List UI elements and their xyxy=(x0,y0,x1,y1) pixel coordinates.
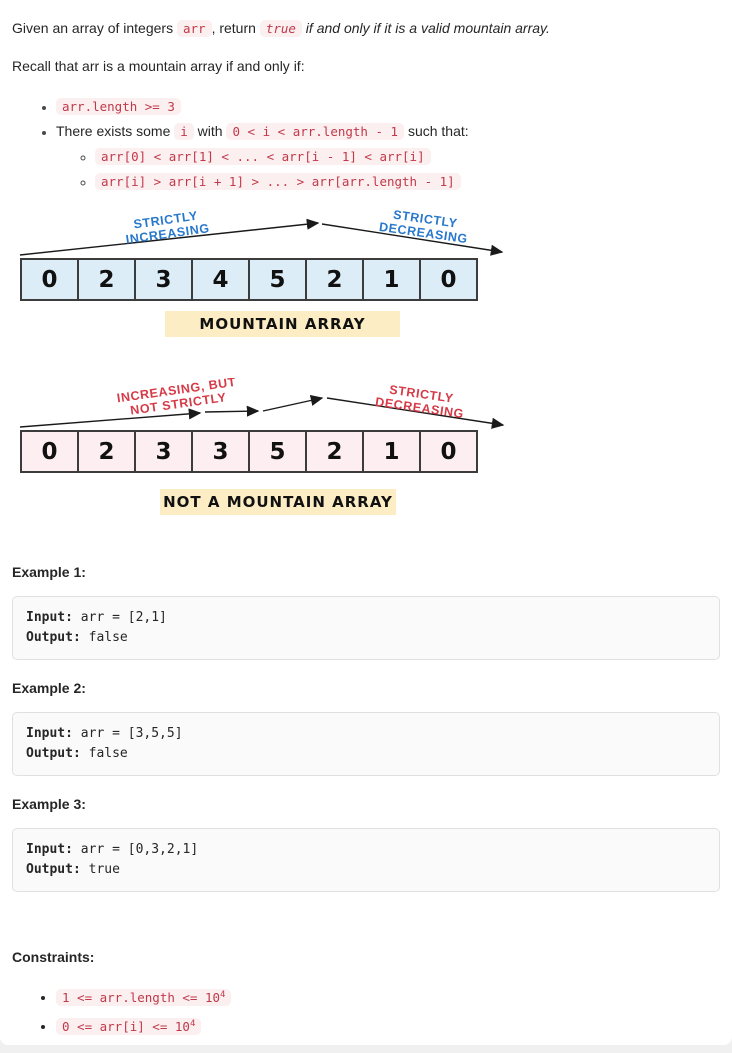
strictly-decreasing-label: STRICTLY xyxy=(388,383,454,406)
array-cell: 0 xyxy=(20,258,79,301)
output-label: Output: xyxy=(26,630,81,645)
rules-list: arr.length >= 3 There exists some i with… xyxy=(12,94,720,194)
example-1-heading: Example 1: xyxy=(12,564,86,580)
array-cell: 3 xyxy=(134,430,193,473)
strictly-decreasing-label: DECREASING xyxy=(378,220,468,246)
constraint-text: 0 <= arr[i] <= 10 xyxy=(62,1019,190,1035)
diagram-caption: NOT A MOUNTAIN ARRAY xyxy=(160,489,396,515)
problem-statement: Given an array of integers arr, return t… xyxy=(12,18,720,39)
example-output: Output: false xyxy=(26,744,706,764)
input-value: arr = [0,3,2,1] xyxy=(72,842,199,857)
array-cell: 3 xyxy=(191,430,250,473)
inline-code-i: i xyxy=(174,123,194,140)
inline-code-constraint: 1 <= arr.length <= 104 xyxy=(56,989,232,1007)
array-cell: 5 xyxy=(248,258,307,301)
array-cell: 5 xyxy=(248,430,307,473)
example-input: Input: arr = [0,3,2,1] xyxy=(26,840,706,860)
inline-code-arr: arr xyxy=(176,20,212,37)
rule-text: such that: xyxy=(404,123,469,139)
flat-arrow xyxy=(204,405,260,417)
input-label: Input: xyxy=(26,610,73,625)
inline-code-increasing-rule: arr[0] < arr[1] < ... < arr[i - 1] < arr… xyxy=(95,148,431,165)
array-cell: 0 xyxy=(419,430,478,473)
constraint-text: 1 <= arr.length <= 10 xyxy=(62,990,221,1006)
output-value: false xyxy=(80,746,128,761)
example-input: Input: arr = [2,1] xyxy=(26,608,706,628)
inline-code-constraint: 0 <= arr[i] <= 104 xyxy=(56,1018,202,1036)
strictly-decreasing-label: STRICTLY xyxy=(392,209,458,231)
output-value: true xyxy=(80,862,120,877)
constraints-heading: Constraints: xyxy=(12,949,95,965)
constraints-list: 1 <= arr.length <= 104 0 <= arr[i] <= 10… xyxy=(12,982,720,1040)
increasing-not-strictly-label: NOT STRICTLY xyxy=(129,390,227,417)
subrule-decreasing: arr[i] > arr[i + 1] > ... > arr[arr.leng… xyxy=(95,169,720,194)
array-cell: 2 xyxy=(305,430,364,473)
example-input: Input: arr = [3,5,5] xyxy=(26,724,706,744)
rule-text: with xyxy=(193,123,227,139)
increasing-arrow-2 xyxy=(262,394,324,412)
inline-code-decreasing-rule: arr[i] > arr[i + 1] > ... > arr[arr.leng… xyxy=(95,173,461,190)
strictly-decreasing-label: DECREASING xyxy=(374,395,464,421)
array-cell: 2 xyxy=(77,258,136,301)
subrules-list: arr[0] < arr[1] < ... < arr[i - 1] < arr… xyxy=(56,144,720,194)
not-mountain-arrows-graphic: INCREASING, BUT NOT STRICTLY STRICTLY DE… xyxy=(19,378,505,429)
decreasing-arrow xyxy=(321,223,504,256)
rule-item-length: arr.length >= 3 xyxy=(56,94,720,119)
array-cell: 0 xyxy=(20,430,79,473)
rule-text: There exists some xyxy=(56,123,175,139)
array-cell: 2 xyxy=(305,258,364,301)
constraint-superscript: 4 xyxy=(189,1019,196,1030)
inline-code-i-range: 0 < i < arr.length - 1 xyxy=(226,123,405,140)
increasing-arrow xyxy=(19,218,320,256)
constraint-superscript: 4 xyxy=(220,990,226,1000)
decreasing-arrow xyxy=(326,397,505,429)
output-value: false xyxy=(80,630,128,645)
array-cell: 4 xyxy=(191,258,250,301)
statement-text: Given an array of integers xyxy=(12,20,177,36)
strictly-increasing-label: INCREASING xyxy=(125,221,211,247)
input-value: arr = [2,1] xyxy=(72,610,167,625)
example-output: Output: false xyxy=(26,628,706,648)
statement-emphasis: if and only if it is a valid mountain ar… xyxy=(301,20,550,36)
subrule-increasing: arr[0] < arr[1] < ... < arr[i - 1] < arr… xyxy=(95,144,720,169)
example-1-code-block: Input: arr = [2,1] Output: false xyxy=(12,596,720,660)
constraint-item: 1 <= arr.length <= 104 xyxy=(56,982,720,1011)
rule-item-exists: There exists some i with 0 < i < arr.len… xyxy=(56,119,720,194)
inline-code-length-rule: arr.length >= 3 xyxy=(56,98,181,115)
recall-statement: Recall that arr is a mountain array if a… xyxy=(12,58,305,74)
diagram-caption: MOUNTAIN ARRAY xyxy=(165,311,400,337)
array-cell: 0 xyxy=(419,258,478,301)
strictly-increasing-label: STRICTLY xyxy=(133,209,199,232)
example-3-heading: Example 3: xyxy=(12,796,86,812)
array-cell: 1 xyxy=(362,430,421,473)
constraint-item: 0 <= arr[i] <= 104 xyxy=(56,1011,720,1040)
increasing-not-strictly-label: INCREASING, BUT xyxy=(116,378,237,405)
example-3-code-block: Input: arr = [0,3,2,1] Output: true xyxy=(12,828,720,892)
output-label: Output: xyxy=(26,746,81,761)
input-value: arr = [3,5,5] xyxy=(72,726,183,741)
input-label: Input: xyxy=(26,842,73,857)
input-label: Input: xyxy=(26,726,73,741)
array-cell: 3 xyxy=(134,258,193,301)
example-2-heading: Example 2: xyxy=(12,680,86,696)
example-2-code-block: Input: arr = [3,5,5] Output: false xyxy=(12,712,720,776)
increasing-arrow-1 xyxy=(19,408,202,428)
mountain-array-diagram: STRICTLY INCREASING STRICTLY DECREASING … xyxy=(12,209,720,337)
statement-text: , return xyxy=(211,20,260,36)
array-cell: 2 xyxy=(77,430,136,473)
inline-code-true: true xyxy=(259,20,302,37)
not-mountain-array-diagram: INCREASING, BUT NOT STRICTLY STRICTLY DE… xyxy=(12,378,720,516)
example-output: Output: true xyxy=(26,860,706,880)
array-cell: 1 xyxy=(362,258,421,301)
mountain-arrows-graphic: STRICTLY INCREASING STRICTLY DECREASING xyxy=(19,209,504,256)
output-label: Output: xyxy=(26,862,81,877)
